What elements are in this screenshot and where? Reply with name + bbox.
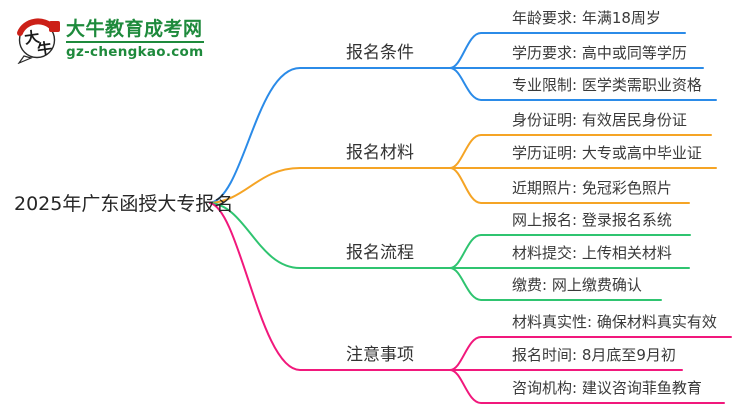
branch-label-materials: 报名材料 (346, 143, 414, 163)
branch-label-notes: 注意事项 (346, 345, 414, 365)
branch-1-spine (209, 67, 704, 204)
branch-2-leaf-bottom (449, 167, 690, 204)
branch-4-spine (209, 202, 683, 371)
leaf-recent-photo: 近期照片: 免冠彩色照片 (512, 179, 672, 197)
ox-logo-icon: 大 牛 (17, 18, 60, 64)
leaf-registration-time: 报名时间: 8月底至9月初 (512, 346, 676, 364)
leaf-education-proof: 学历证明: 大专或高中毕业证 (512, 144, 702, 162)
leaf-material-submission: 材料提交: 上传相关材料 (512, 244, 672, 262)
logo-text-block: 大牛教育成考网 gz-chengkao.com (66, 18, 204, 60)
leaf-material-authenticity: 材料真实性: 确保材料真实有效 (512, 313, 717, 331)
logo-mark-char-bottom: 牛 (36, 39, 53, 59)
branch-2-leaf-top (449, 134, 712, 169)
branch-label-process: 报名流程 (346, 243, 414, 263)
root-topic: 2025年广东函授大专报名 (14, 193, 234, 215)
branch-label-conditions: 报名条件 (346, 43, 414, 63)
branch-4-leaf-top (449, 336, 732, 371)
branch-3-leaf-top (449, 234, 691, 269)
logo-mark-char-top: 大 (23, 28, 40, 48)
leaf-education-requirement: 学历要求: 高中或同等学历 (512, 44, 687, 62)
branch-1-leaf-top (449, 32, 686, 69)
branch-4-leaf-bottom (449, 369, 725, 404)
branch-1-leaf-bottom (449, 67, 717, 101)
logo-divider (66, 41, 204, 43)
branch-2-spine (209, 167, 717, 204)
leaf-payment: 缴费: 网上缴费确认 (512, 276, 642, 294)
branch-3-spine (209, 202, 690, 269)
site-logo: 大 牛 大牛教育成考网 gz-chengkao.com (12, 14, 204, 64)
leaf-online-registration: 网上报名: 登录报名系统 (512, 211, 672, 229)
branch-3-leaf-bottom (449, 267, 662, 301)
leaf-identity-proof: 身份证明: 有效居民身份证 (512, 111, 687, 129)
red-seal-icon (49, 21, 60, 32)
site-name: 大牛教育成考网 (66, 18, 203, 40)
leaf-age-requirement: 年龄要求: 年满18周岁 (512, 9, 661, 27)
leaf-consulting-agency: 咨询机构: 建议咨询菲鱼教育 (512, 379, 702, 397)
site-url: gz-chengkao.com (66, 44, 204, 60)
leaf-major-restriction: 专业限制: 医学类需职业资格 (512, 76, 702, 94)
